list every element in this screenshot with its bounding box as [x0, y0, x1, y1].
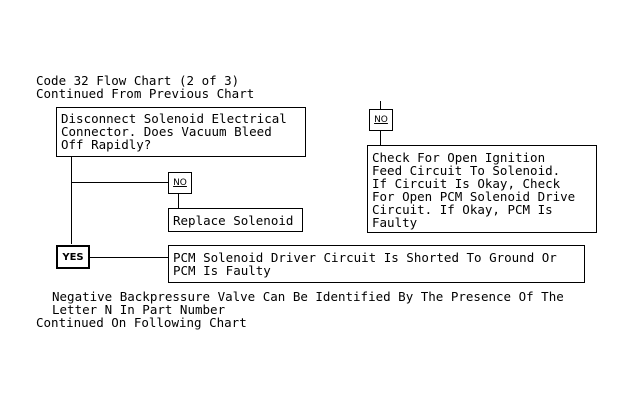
check-line-6: Faulty — [372, 215, 418, 230]
no-tag-middle: NO — [168, 172, 192, 194]
no-tag-top-label: NO — [374, 115, 388, 125]
pcm-shorted-line-2: PCM Is Faulty — [173, 263, 271, 278]
no-tag-top: NO — [369, 109, 393, 131]
check-line-1: Check For Open Ignition — [372, 150, 546, 165]
main-vertical-line — [71, 156, 72, 244]
pcm-shorted-box: PCM Solenoid Driver Circuit Is Shorted T… — [168, 245, 585, 283]
yes-to-pcm-line — [89, 257, 169, 258]
disconnect-line-1: Disconnect Solenoid Electrical — [61, 111, 287, 126]
check-line-2: Feed Circuit To Solenoid. — [372, 163, 561, 178]
no-top-down-line — [380, 129, 381, 145]
branch-to-no-line — [71, 182, 169, 183]
disconnect-line-3: Off Rapidly? — [61, 137, 152, 152]
note-line-1: Negative Backpressure Valve Can Be Ident… — [52, 289, 564, 304]
disconnect-line-2: Connector. Does Vacuum Bleed — [61, 124, 272, 139]
check-line-4: For Open PCM Solenoid Drive — [372, 189, 576, 204]
no-top-to-check-line — [380, 101, 381, 111]
chart-subtitle: Continued From Previous Chart — [36, 86, 255, 101]
yes-tag: YES — [56, 245, 90, 269]
check-ignition-box: Check For Open Ignition Feed Circuit To … — [367, 145, 597, 233]
no-tag-middle-label: NO — [173, 178, 187, 188]
disconnect-solenoid-box: Disconnect Solenoid Electrical Connector… — [56, 107, 306, 157]
replace-solenoid-box: Replace Solenoid — [168, 208, 303, 232]
note-line-2: Letter N In Part Number — [52, 302, 226, 317]
yes-tag-label: YES — [62, 251, 84, 263]
no-to-replace-line — [178, 194, 179, 209]
check-line-3: If Circuit Is Okay, Check — [372, 176, 561, 191]
pcm-shorted-line-1: PCM Solenoid Driver Circuit Is Shorted T… — [173, 250, 557, 265]
chart-title: Code 32 Flow Chart (2 of 3) — [36, 73, 240, 88]
continued-following: Continued On Following Chart — [36, 315, 247, 330]
replace-solenoid-text: Replace Solenoid — [173, 213, 294, 228]
check-line-5: Circuit. If Okay, PCM Is — [372, 202, 553, 217]
